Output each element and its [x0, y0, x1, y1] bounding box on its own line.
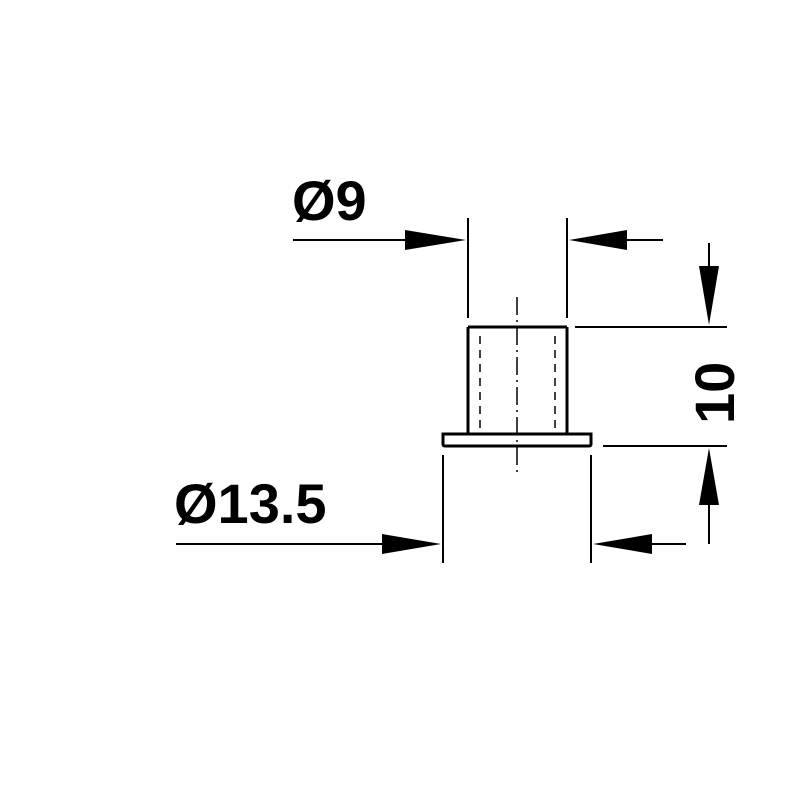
dimension-top-diameter: Ø9: [292, 169, 663, 318]
dimension-height: 10: [575, 243, 746, 544]
flange: [441, 432, 593, 448]
height-label: 10: [683, 362, 746, 424]
dimension-bottom-diameter: Ø13.5: [174, 455, 686, 563]
bottom-diameter-label: Ø13.5: [174, 472, 327, 535]
top-diameter-label: Ø9: [292, 169, 367, 232]
